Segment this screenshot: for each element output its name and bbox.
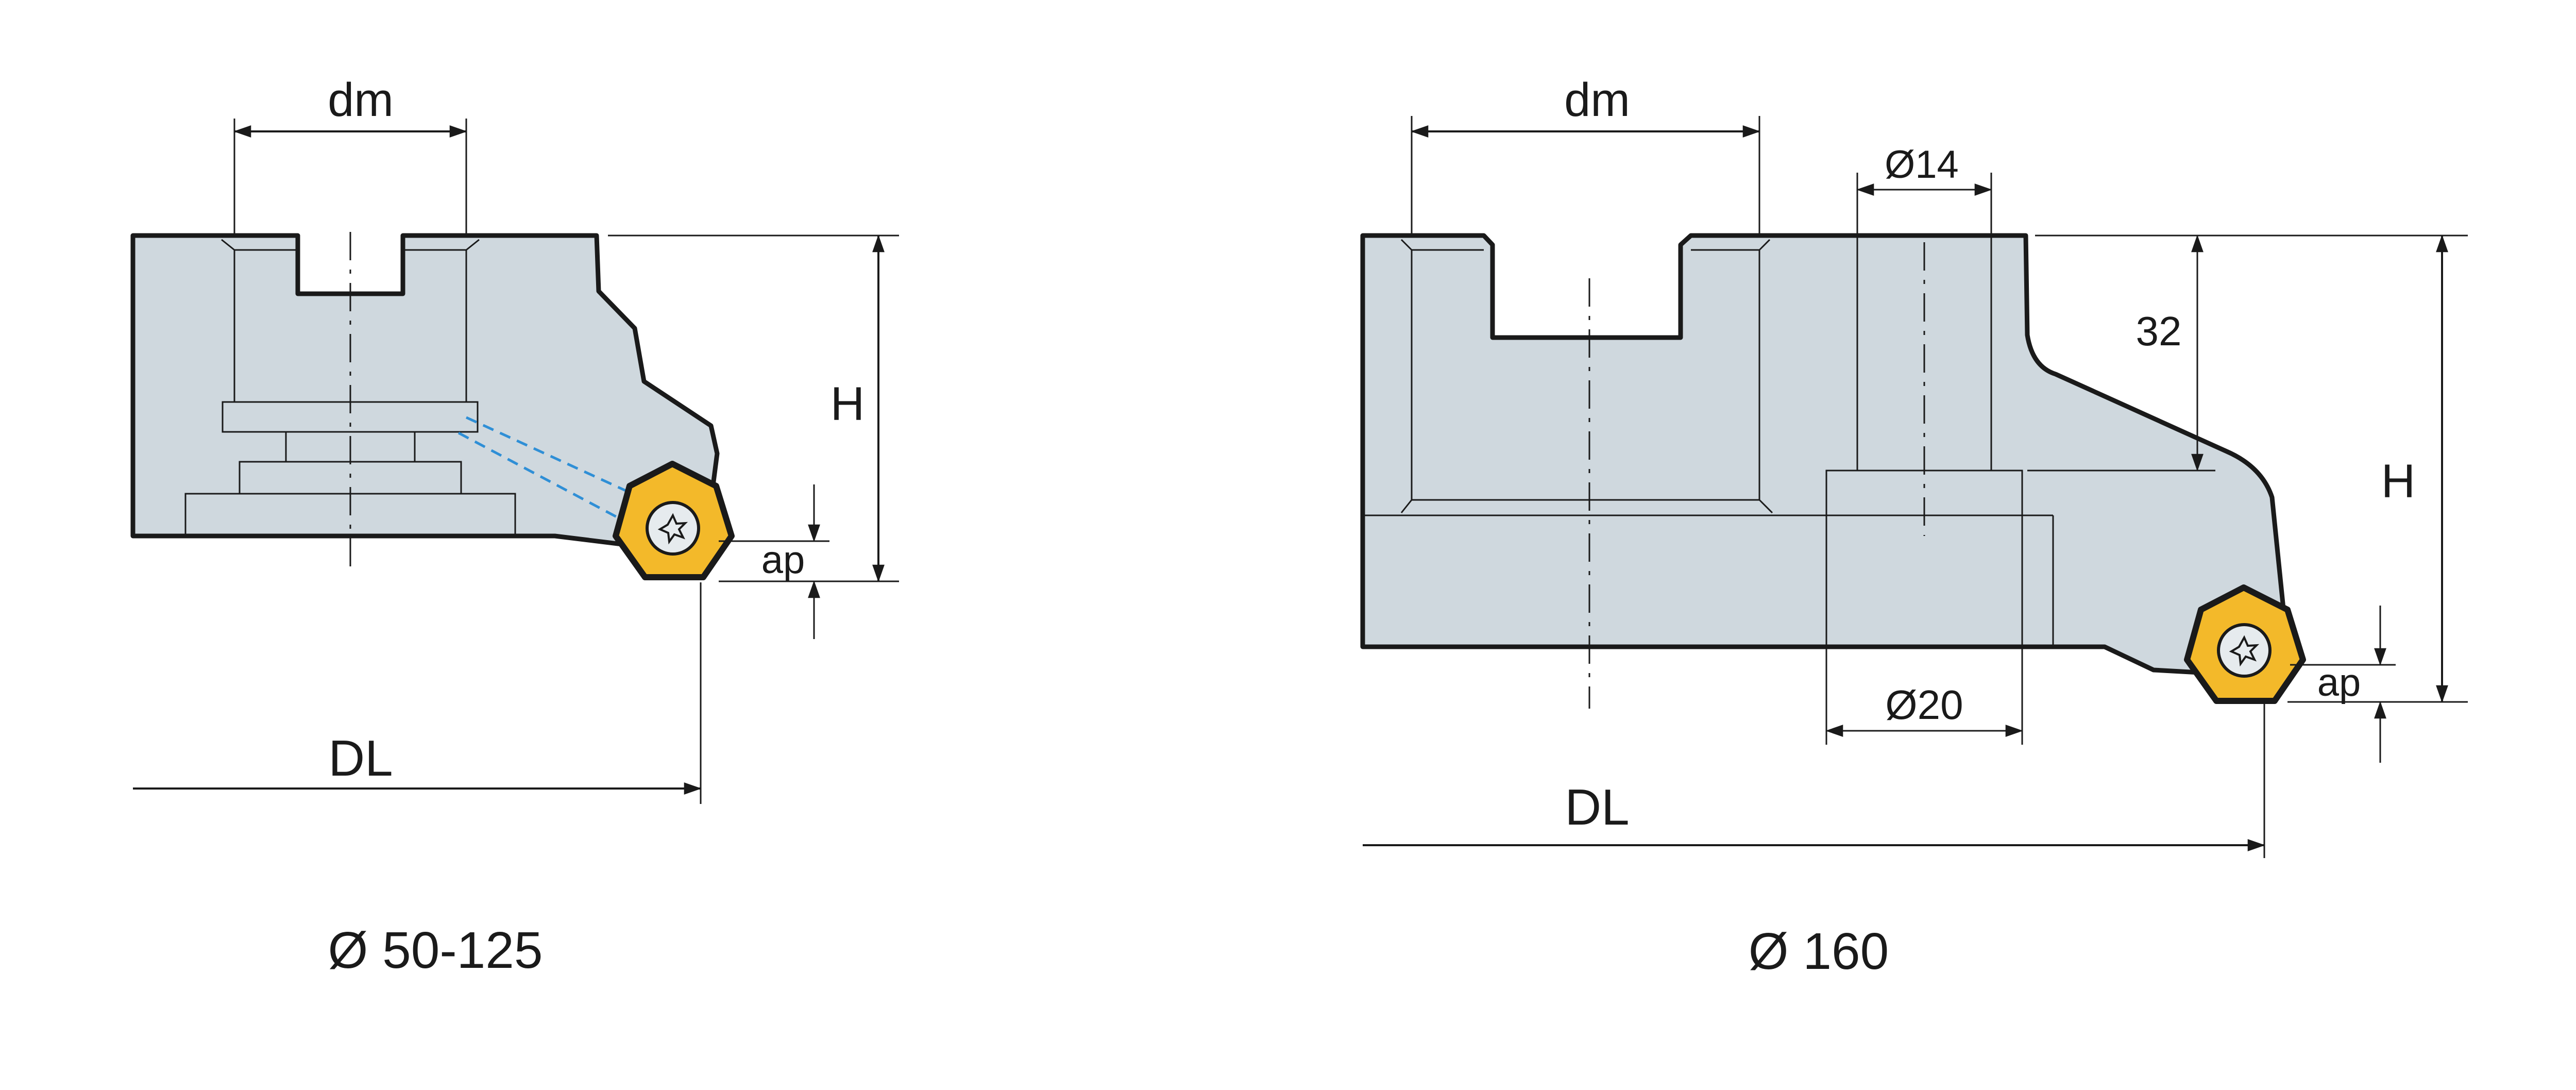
right-cutter-body <box>1360 233 2287 678</box>
right-drawing: dm Ø14 32 H ap <box>1360 74 2468 980</box>
right-bore-bottom-label: Ø20 <box>1885 682 1963 728</box>
right-dm-dimension <box>1411 116 1760 234</box>
left-dl-dimension <box>133 582 702 804</box>
left-ap-dimension <box>719 484 829 639</box>
right-bore-top-dimension <box>1856 173 1992 234</box>
left-coolant-lines <box>457 416 636 522</box>
left-dm-dimension <box>233 119 467 234</box>
right-dl-dimension <box>1363 703 2265 858</box>
torx-star-icon <box>657 513 688 545</box>
left-h-label: H <box>831 378 865 430</box>
right-insert <box>2184 584 2306 704</box>
left-dl-label: DL <box>328 730 393 786</box>
torx-star-icon <box>2229 635 2260 667</box>
right-ap-dimension <box>2290 606 2396 763</box>
right-ap-label: ap <box>2317 661 2361 705</box>
left-drawing: dm H ap DL Ø 50-125 <box>130 74 899 979</box>
right-h-label: H <box>2381 455 2415 508</box>
right-bore-bottom-dimension <box>1825 647 2023 745</box>
right-dl-label: DL <box>1565 779 1629 835</box>
torx-screw-icon <box>646 501 700 556</box>
right-dm-label: dm <box>1564 74 1630 126</box>
torx-screw-icon <box>2217 623 2272 678</box>
right-bore-top-label: Ø14 <box>1885 143 1959 187</box>
left-ap-label: ap <box>761 538 805 582</box>
left-caption: Ø 50-125 <box>328 921 543 979</box>
left-insert <box>613 461 735 580</box>
left-dm-label: dm <box>328 74 394 126</box>
right-caption: Ø 160 <box>1749 923 1889 980</box>
right-depth-label: 32 <box>2136 308 2182 354</box>
